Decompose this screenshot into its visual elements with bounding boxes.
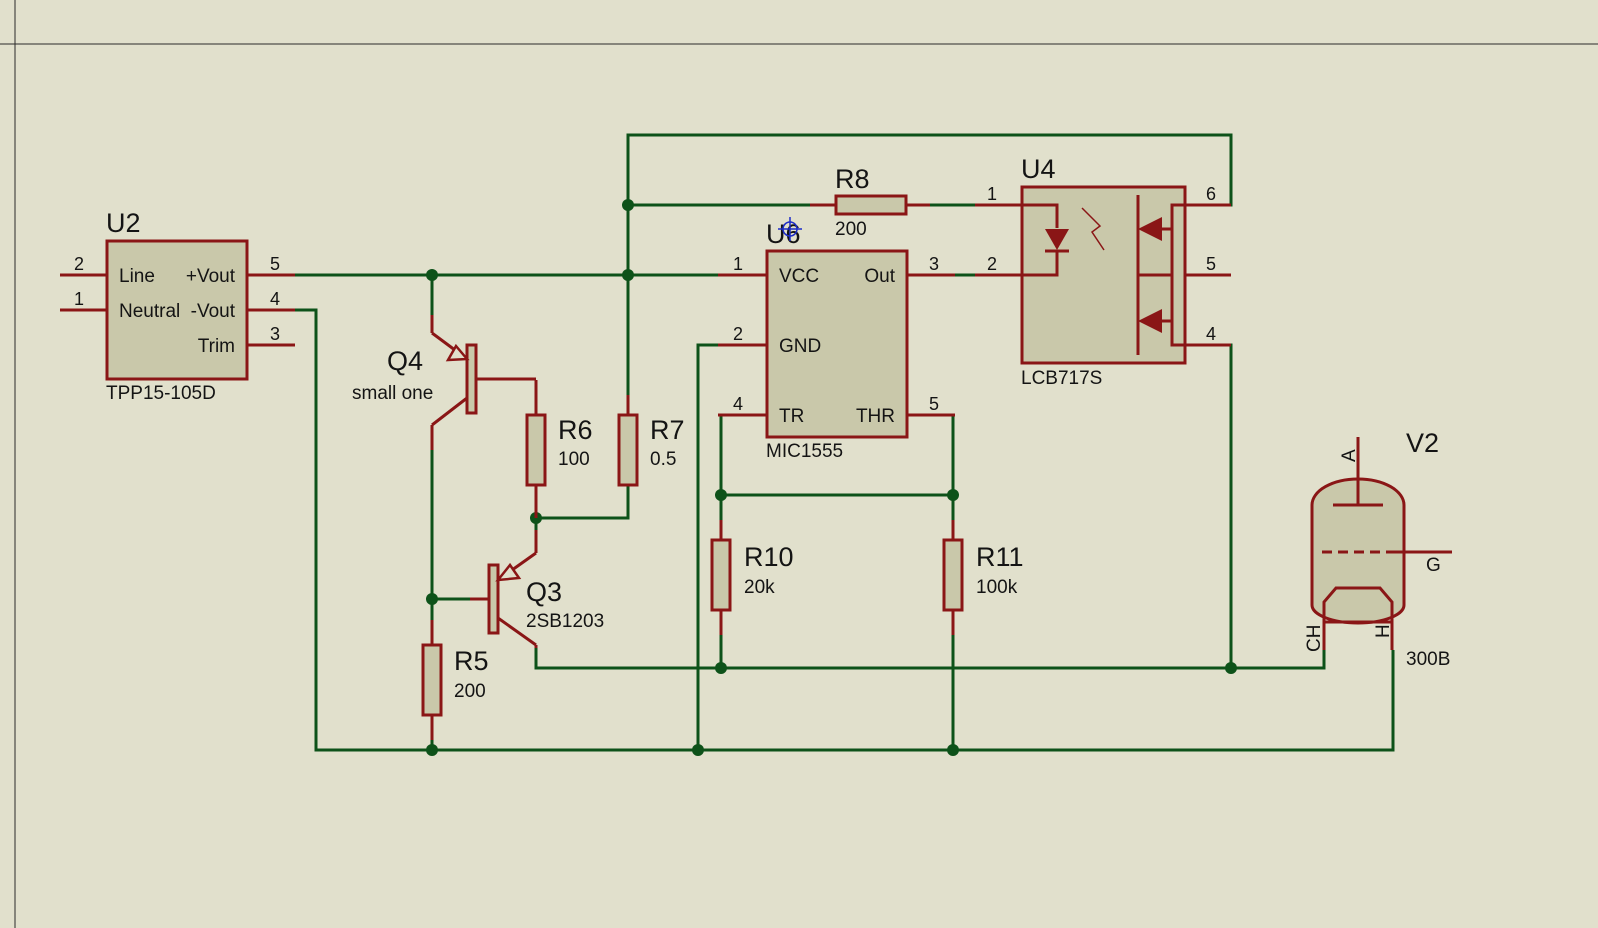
transistor-q3[interactable]: Q3 2SB1203 <box>470 530 604 648</box>
u2-pin-num: 4 <box>270 289 280 309</box>
r10-ref: R10 <box>744 542 794 572</box>
u4-pin-num: 5 <box>1206 254 1216 274</box>
q4-ref: Q4 <box>387 346 423 376</box>
r10-value: 20k <box>744 577 775 598</box>
u6-pin-num: 1 <box>733 254 743 274</box>
q3-part: 2SB1203 <box>526 611 604 632</box>
u2-pin-name: Neutral <box>119 301 180 322</box>
u6-pin-num: 3 <box>929 254 939 274</box>
u2-pin-num: 5 <box>270 254 280 274</box>
r8-ref: R8 <box>835 164 870 194</box>
crosshair-cursor-icon <box>778 217 802 241</box>
u2-part: TPP15-105D <box>106 383 216 404</box>
u6-pin-num: 2 <box>733 324 743 344</box>
r7-ref: R7 <box>650 415 685 445</box>
u6-pin-name: THR <box>856 406 895 427</box>
u6-pin-name: GND <box>779 336 821 357</box>
v2-part: 300B <box>1406 649 1450 670</box>
r5-value: 200 <box>454 681 486 702</box>
u2-pin-name: +Vout <box>186 266 236 287</box>
u4-pin-num: 6 <box>1206 184 1216 204</box>
component-u6[interactable]: U6 MIC1555 1 2 4 3 5 VCC GND TR Out THR <box>718 217 955 462</box>
r11-ref: R11 <box>976 542 1024 572</box>
q3-ref: Q3 <box>526 577 562 607</box>
u6-part: MIC1555 <box>766 441 843 462</box>
r7-value: 0.5 <box>650 449 676 470</box>
r6-value: 100 <box>558 449 590 470</box>
u2-pin-num: 1 <box>74 289 84 309</box>
u6-pin-name: TR <box>779 406 804 427</box>
led-icon <box>1022 203 1105 277</box>
u6-pin-name: VCC <box>779 266 819 287</box>
u2-pin-name: Line <box>119 266 155 287</box>
u2-ref: U2 <box>106 208 141 238</box>
u4-pin-num: 2 <box>987 254 997 274</box>
u6-pin-name: Out <box>864 266 895 287</box>
u2-pin-name: -Vout <box>191 301 236 322</box>
q4-part: small one <box>352 383 433 404</box>
v2-ref: V2 <box>1406 428 1439 458</box>
u2-pin-num: 2 <box>74 254 84 274</box>
v2-pin-a: A <box>1339 449 1360 462</box>
component-u4[interactable]: U4 LCB717S 1 2 6 5 4 <box>975 154 1231 389</box>
transistor-q4[interactable]: Q4 small one <box>352 315 536 450</box>
u4-part: LCB717S <box>1021 368 1102 389</box>
resistor-r10[interactable]: R10 20k <box>710 520 794 635</box>
vacuum-tube-v2[interactable]: V2 300B G A CH H <box>1304 428 1452 670</box>
u6-pin-num: 5 <box>929 394 939 414</box>
r11-value: 100k <box>976 577 1018 598</box>
v2-pin-h: H <box>1373 624 1394 638</box>
v2-pin-g: G <box>1426 555 1441 576</box>
u2-pin-name: Trim <box>198 336 235 357</box>
mosfet-icon <box>1136 195 1185 355</box>
resistor-r8[interactable]: R8 200 <box>810 164 930 240</box>
resistor-r11[interactable]: R11 100k <box>942 520 1024 635</box>
resistor-r6[interactable]: R6 100 <box>525 380 593 518</box>
r6-ref: R6 <box>558 415 593 445</box>
u6-pin-num: 4 <box>733 394 743 414</box>
r5-ref: R5 <box>454 646 489 676</box>
u4-ref: U4 <box>1021 154 1056 184</box>
u4-pin-num: 1 <box>987 184 997 204</box>
junctions <box>426 199 1237 756</box>
resistor-r5[interactable]: R5 200 <box>421 620 489 740</box>
u2-pin-num: 3 <box>270 324 280 344</box>
r8-value: 200 <box>835 219 867 240</box>
u4-pin-num: 4 <box>1206 324 1216 344</box>
resistor-r7[interactable]: R7 0.5 <box>617 395 685 487</box>
v2-pin-ch: CH <box>1304 625 1325 652</box>
component-u2[interactable]: U2 TPP15-105D 2 1 5 4 3 Line Neutral +Vo… <box>60 208 295 404</box>
